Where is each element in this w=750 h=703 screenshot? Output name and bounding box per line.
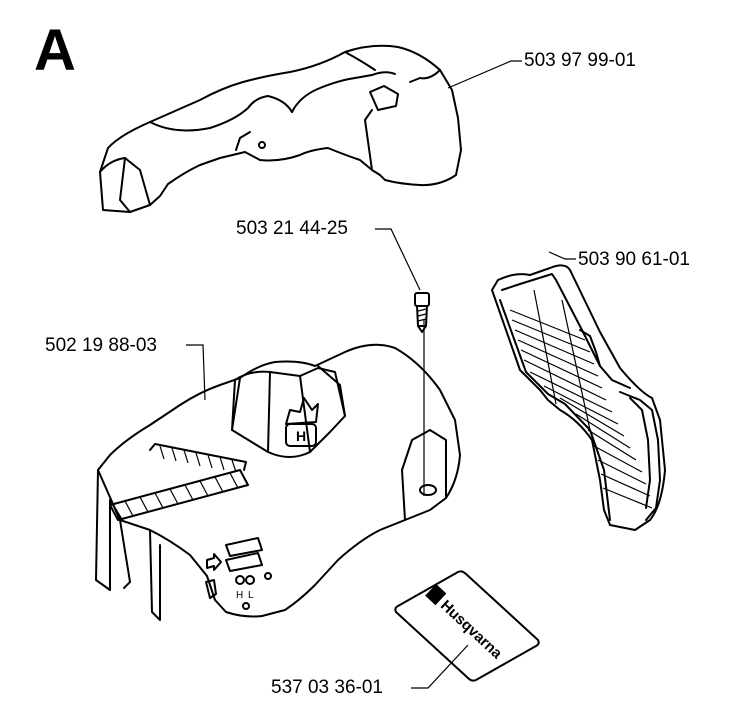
mark-l: L — [248, 590, 254, 601]
cylinder-cover-part: H H L — [95, 343, 461, 621]
section-letter: A — [34, 18, 76, 83]
svg-text:H: H — [296, 428, 306, 444]
label-screw: 503 21 44-25 — [236, 218, 348, 239]
label-cylinder-cover: 502 19 88-03 — [45, 335, 157, 356]
decal-brand-text: Husqvarna — [437, 597, 506, 663]
label-top-cover: 503 97 99-01 — [524, 50, 636, 71]
air-grille-part — [491, 264, 666, 531]
top-cover-part — [99, 44, 462, 213]
label-air-grille: 503 90 61-01 — [578, 249, 690, 270]
leader-lines — [186, 60, 576, 689]
mark-h: H — [236, 590, 243, 601]
grille-slats — [509, 289, 653, 509]
decal-part: Husqvarna — [394, 570, 540, 682]
screw-part — [414, 292, 430, 333]
label-decal: 537 03 36-01 — [271, 677, 383, 698]
